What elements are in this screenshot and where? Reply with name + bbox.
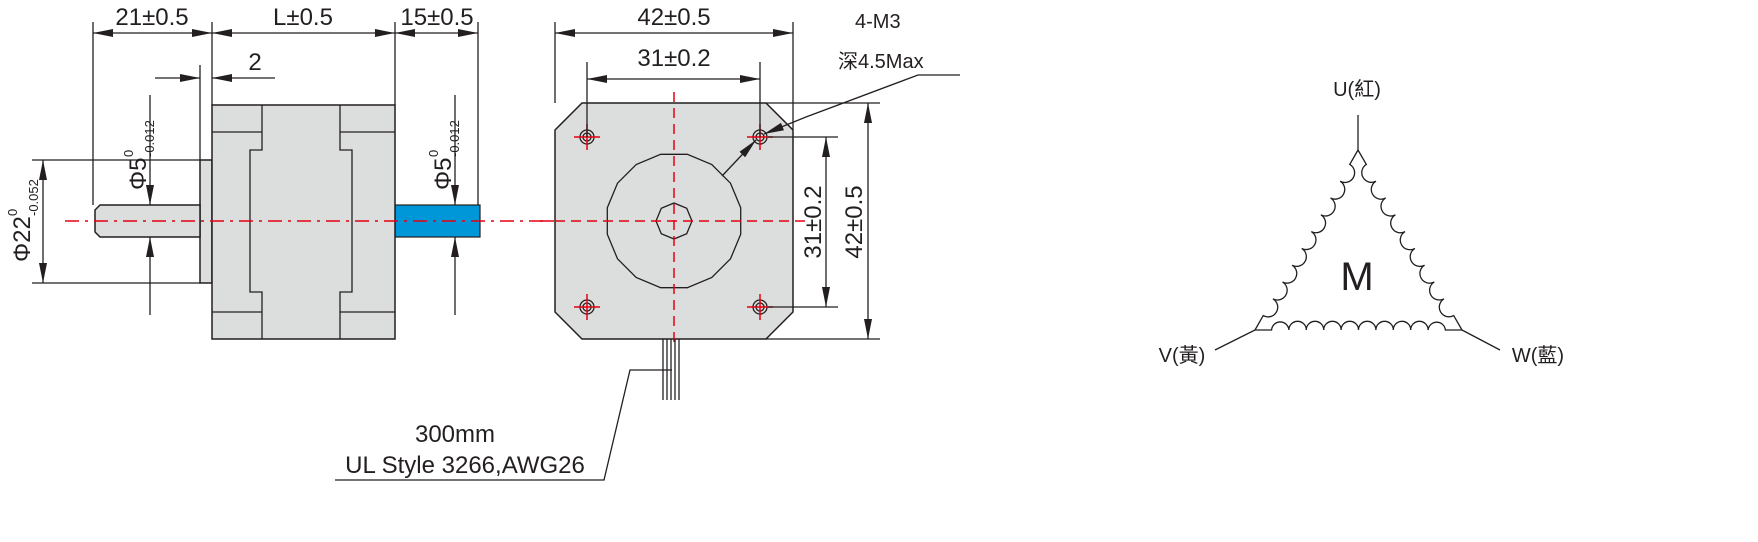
winding-diagram: M U(紅) V(黃) W(藍) bbox=[1159, 78, 1564, 367]
coil-uw bbox=[1357, 149, 1463, 331]
svg-text:-0.012: -0.012 bbox=[142, 120, 157, 157]
coil-uv bbox=[1254, 149, 1359, 331]
rear-shaft-dia-label: Φ5 0 -0.012 bbox=[426, 120, 462, 190]
boss-outline bbox=[606, 153, 742, 289]
dim-boss: 2 bbox=[248, 49, 261, 76]
u-phase-label: U(紅) bbox=[1333, 78, 1381, 101]
front-shaft bbox=[94, 204, 201, 238]
v-phase-label: V(黃) bbox=[1159, 344, 1206, 367]
wire-length: 300mm bbox=[415, 421, 495, 448]
motor-label: M bbox=[1340, 255, 1373, 299]
boss-dia-label: Φ22 0 -0.052 bbox=[5, 179, 41, 262]
dim-width: 42±0.5 bbox=[637, 4, 710, 31]
front-view: 42±0.5 31±0.2 31±0.2 42±0.5 4-M3 深4.5Max… bbox=[335, 4, 960, 481]
svg-text:Φ5: Φ5 bbox=[125, 158, 152, 191]
wire-spec: UL Style 3266,AWG26 bbox=[345, 452, 585, 479]
dim-hole-pitch-h: 31±0.2 bbox=[637, 45, 710, 72]
dim-body-length: L±0.5 bbox=[273, 4, 333, 31]
dim-rear-shaft: 15±0.5 bbox=[400, 4, 473, 31]
svg-text:Φ22: Φ22 bbox=[9, 216, 36, 262]
hole-depth: 深4.5Max bbox=[838, 50, 924, 73]
dim-front-shaft: 21±0.5 bbox=[115, 4, 188, 31]
dim-height: 42±0.5 bbox=[841, 185, 868, 258]
front-shaft-dia-label: Φ5 0 -0.012 bbox=[121, 120, 157, 190]
dim-hole-pitch-v: 31±0.2 bbox=[800, 185, 827, 258]
svg-text:-0.012: -0.012 bbox=[447, 120, 462, 157]
svg-text:0: 0 bbox=[5, 209, 20, 216]
mounting-hole bbox=[574, 294, 600, 320]
svg-text:0: 0 bbox=[426, 150, 441, 157]
svg-text:0: 0 bbox=[121, 150, 136, 157]
hole-spec: 4-M3 bbox=[855, 11, 901, 33]
svg-text:Φ5: Φ5 bbox=[430, 158, 457, 191]
motor-body bbox=[211, 104, 396, 340]
side-view: 21±0.5 L±0.5 15±0.5 2 Φ5 0 -0.012 Φ5 0 -… bbox=[5, 4, 545, 340]
rear-shaft bbox=[394, 204, 481, 238]
w-phase-label: W(藍) bbox=[1512, 344, 1564, 367]
svg-text:-0.052: -0.052 bbox=[26, 179, 41, 216]
coil-vw bbox=[1255, 320, 1462, 331]
